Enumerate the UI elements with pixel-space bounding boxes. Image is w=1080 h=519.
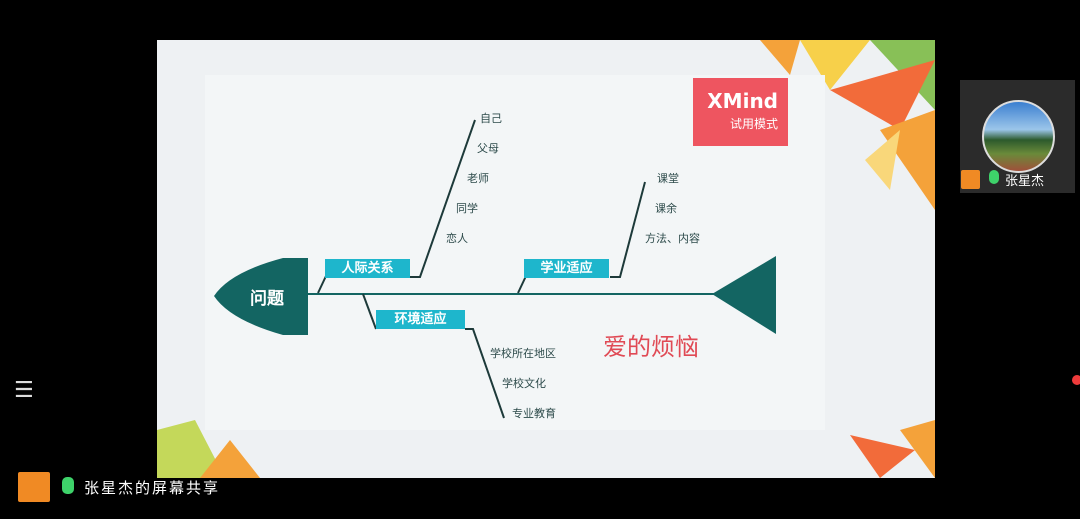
category-academic: 学业适应 (524, 259, 609, 278)
participant-avatar (982, 100, 1055, 173)
branch-item: 老师 (467, 172, 489, 185)
category-environment: 环境适应 (376, 310, 465, 329)
branch-item: 课堂 (657, 172, 679, 185)
branch-item: 父母 (477, 142, 499, 155)
floating-indicator[interactable] (1072, 375, 1080, 385)
participant-name: 张星杰 (1005, 174, 1045, 189)
watermark-subtitle: 试用模式 (729, 117, 778, 131)
branch-item: 专业教育 (512, 407, 556, 420)
branch-item: 学校文化 (502, 377, 546, 390)
person-icon (18, 472, 50, 502)
branch-item: 方法、内容 (645, 232, 700, 245)
microphone-icon (989, 170, 999, 184)
fish-tail (712, 256, 776, 334)
microphone-icon (62, 477, 74, 494)
watermark-title: XMind (707, 89, 778, 113)
branch-item: 自己 (480, 112, 502, 125)
person-icon (961, 170, 980, 189)
fish-head (214, 258, 308, 335)
menu-icon[interactable]: ☰ (14, 378, 34, 403)
category-interpersonal: 人际关系 (325, 259, 410, 278)
screen-share-label: 张星杰的屏幕共享 (84, 479, 221, 497)
branch-item: 课余 (655, 202, 677, 215)
branch-item: 学校所在地区 (490, 347, 556, 360)
fishbone-head-label: 问题 (250, 289, 284, 309)
branch-item: 恋人 (446, 232, 468, 245)
branch-item: 同学 (456, 202, 478, 215)
xmind-trial-watermark: XMind 试用模式 (693, 78, 788, 146)
diagram-title: 爱的烦恼 (603, 333, 699, 361)
